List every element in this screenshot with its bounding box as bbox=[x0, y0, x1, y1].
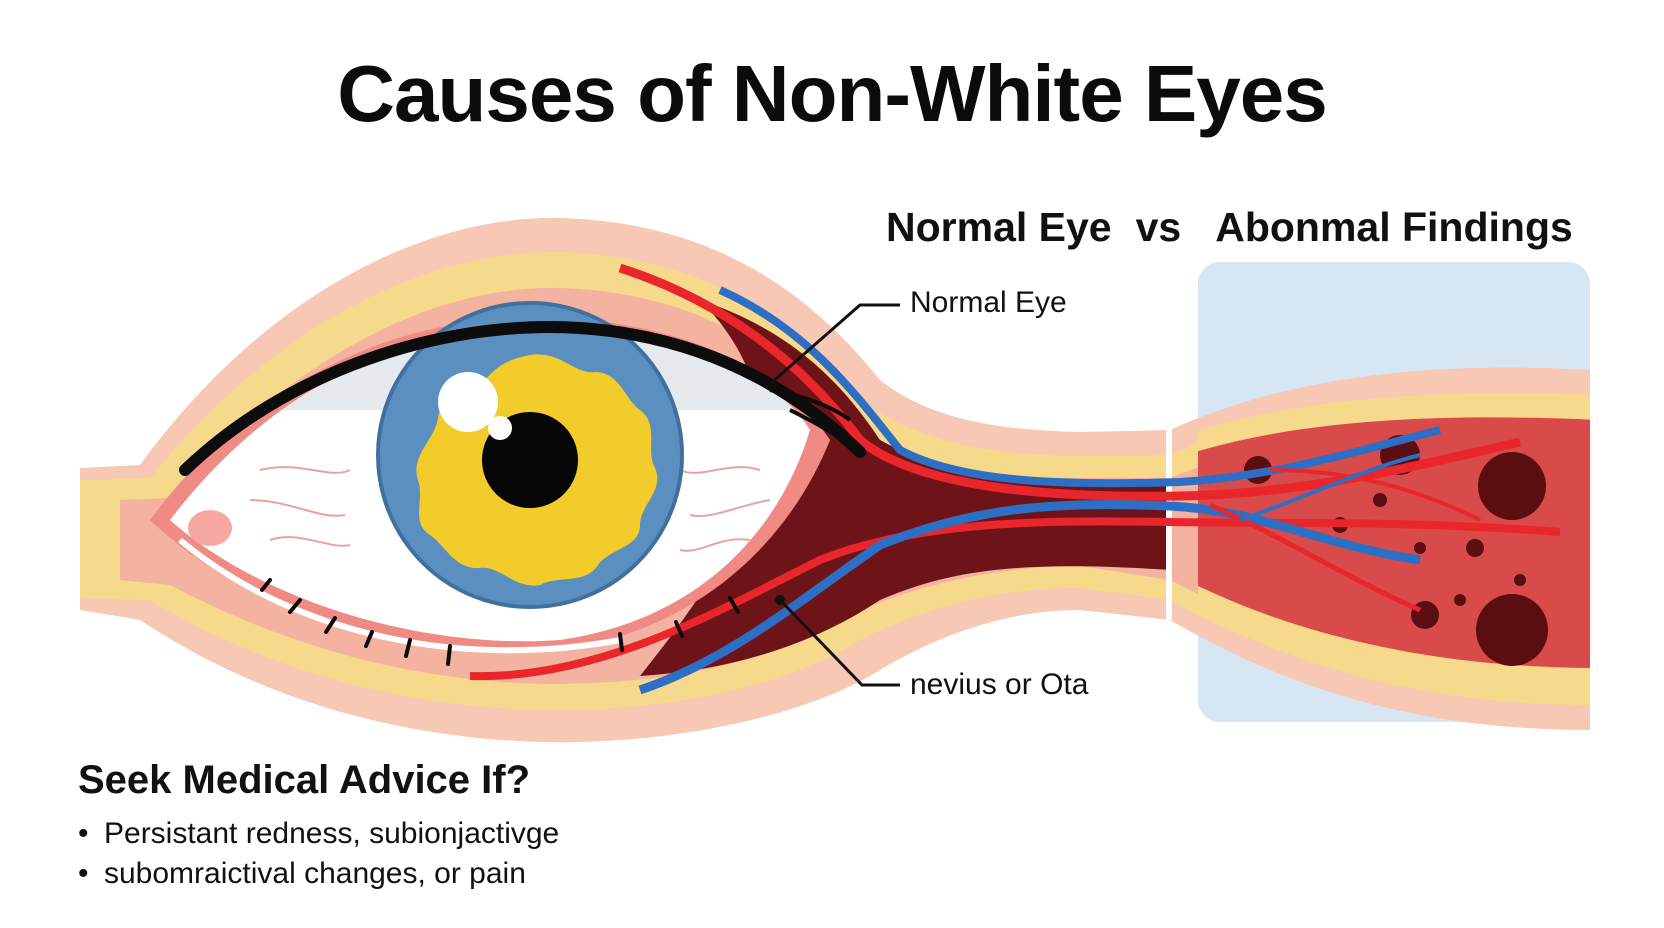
artery bbox=[469, 517, 1561, 681]
advice-item: subomraictival changes, or pain bbox=[78, 854, 559, 894]
advice-item: Persistant redness, subionjactivge bbox=[78, 814, 559, 854]
lesion bbox=[1466, 539, 1484, 557]
callout-leader-normal bbox=[769, 303, 900, 386]
callout-normal-eye: Normal Eye bbox=[910, 286, 1067, 319]
lesion bbox=[1476, 594, 1548, 666]
lower-eyelid-rim bbox=[178, 537, 621, 654]
vein bbox=[718, 286, 1441, 488]
comparison-right-label: Abonmal Findings bbox=[1215, 204, 1573, 250]
vein bbox=[1239, 453, 1421, 522]
comparison-heading: Normal Eye vs Abonmal Findings bbox=[886, 204, 1573, 251]
caruncle bbox=[188, 510, 232, 546]
lesion bbox=[1414, 542, 1426, 554]
callout-nevus: nevius or Ota bbox=[910, 668, 1089, 701]
advice-title: Seek Medical Advice If? bbox=[78, 758, 531, 802]
comparison-vs-label: vs bbox=[1135, 204, 1182, 250]
callout-anchor-nevus bbox=[775, 595, 785, 605]
upper-eyelid-line bbox=[179, 321, 866, 476]
advice-list: Persistant redness, subionjactivge subom… bbox=[78, 814, 559, 894]
lesion bbox=[1478, 452, 1546, 520]
lash-tail bbox=[769, 388, 862, 454]
callout-leader-nevus bbox=[778, 598, 900, 687]
lesion bbox=[1514, 574, 1526, 586]
corneal-reflection bbox=[488, 416, 512, 440]
vein bbox=[638, 500, 1421, 695]
lesion bbox=[1373, 493, 1387, 507]
page-title: Causes of Non-White Eyes bbox=[337, 49, 1328, 138]
corneal-reflection bbox=[438, 372, 498, 432]
comparison-left-label: Normal Eye bbox=[886, 204, 1112, 250]
sclera-vessels bbox=[249, 466, 771, 552]
lesion bbox=[1454, 594, 1466, 606]
lower-lashes bbox=[260, 578, 740, 666]
artery bbox=[1269, 468, 1481, 522]
artery bbox=[1208, 502, 1421, 613]
